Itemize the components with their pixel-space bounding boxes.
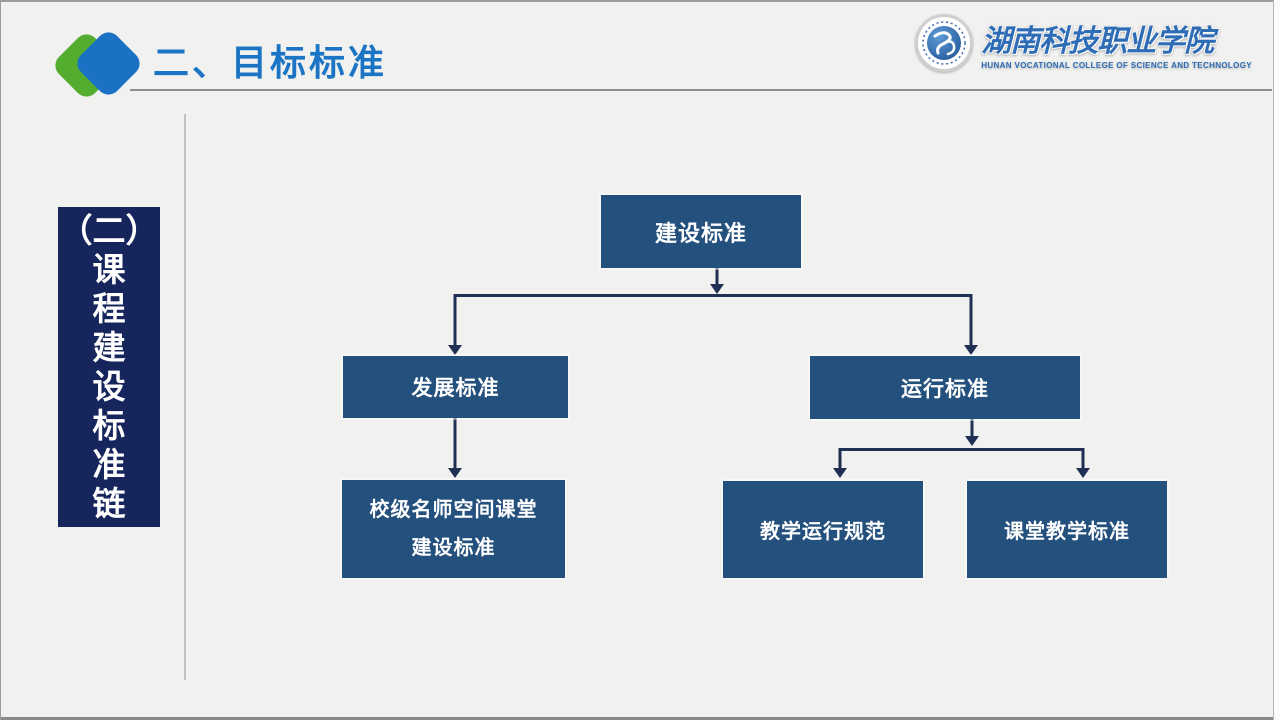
section-banner: （二） 课 程 建 设 标 准 链 — [58, 207, 160, 527]
node-label: 教学运行规范 — [760, 521, 886, 543]
slide-top-border — [0, 0, 1280, 2]
node-label: 课堂教学标准 — [1004, 521, 1130, 543]
banner-char: 设 — [92, 368, 126, 405]
college-logo: 湖南科技职业学院 HUNAN VOCATIONAL COLLEGE OF SCI… — [915, 14, 1252, 72]
node-label: 建设标准 — [654, 220, 747, 246]
page-title: 二、目标标准 — [153, 42, 388, 83]
banner-char: 建 — [92, 329, 126, 366]
flow-node-construction-standard: 建设标准 — [601, 195, 801, 268]
seal-ring-text-icon — [922, 21, 967, 65]
banner-line: （二） — [59, 212, 159, 249]
banner-char: 准 — [92, 446, 126, 483]
node-label: 发展标准 — [411, 377, 500, 400]
banner-char: 标 — [92, 407, 126, 444]
banner-char: 链 — [92, 485, 126, 522]
node-label: 运行标准 — [901, 377, 989, 401]
vertical-divider — [184, 114, 186, 680]
banner-char: 课 — [92, 251, 126, 288]
flow-node-school-master-space-class: 校级名师空间课堂 建设标准 — [342, 480, 565, 578]
flow-node-classroom-teaching-standard: 课堂教学标准 — [967, 481, 1167, 578]
college-seal-icon — [915, 14, 974, 72]
node-label-line2: 建设标准 — [411, 537, 496, 559]
seal-monogram-icon — [927, 26, 962, 60]
flow-node-operation-standard: 运行标准 — [810, 356, 1080, 419]
banner-char: 程 — [92, 290, 126, 327]
flow-node-development-standard: 发展标准 — [343, 356, 568, 418]
flow-node-teaching-operation-spec: 教学运行规范 — [723, 481, 923, 578]
logo-text: 湖南科技职业学院 HUNAN VOCATIONAL COLLEGE OF SCI… — [981, 16, 1252, 70]
college-name-en: HUNAN VOCATIONAL COLLEGE OF SCIENCE AND … — [981, 61, 1252, 70]
college-name-zh: 湖南科技职业学院 — [981, 25, 1214, 58]
slide-bottom-border — [0, 717, 1280, 720]
slide-right-margin — [1273, 0, 1280, 720]
slide-left-border — [0, 0, 1, 720]
node-label-line1: 校级名师空间课堂 — [369, 499, 538, 521]
title-underline — [130, 89, 1272, 91]
